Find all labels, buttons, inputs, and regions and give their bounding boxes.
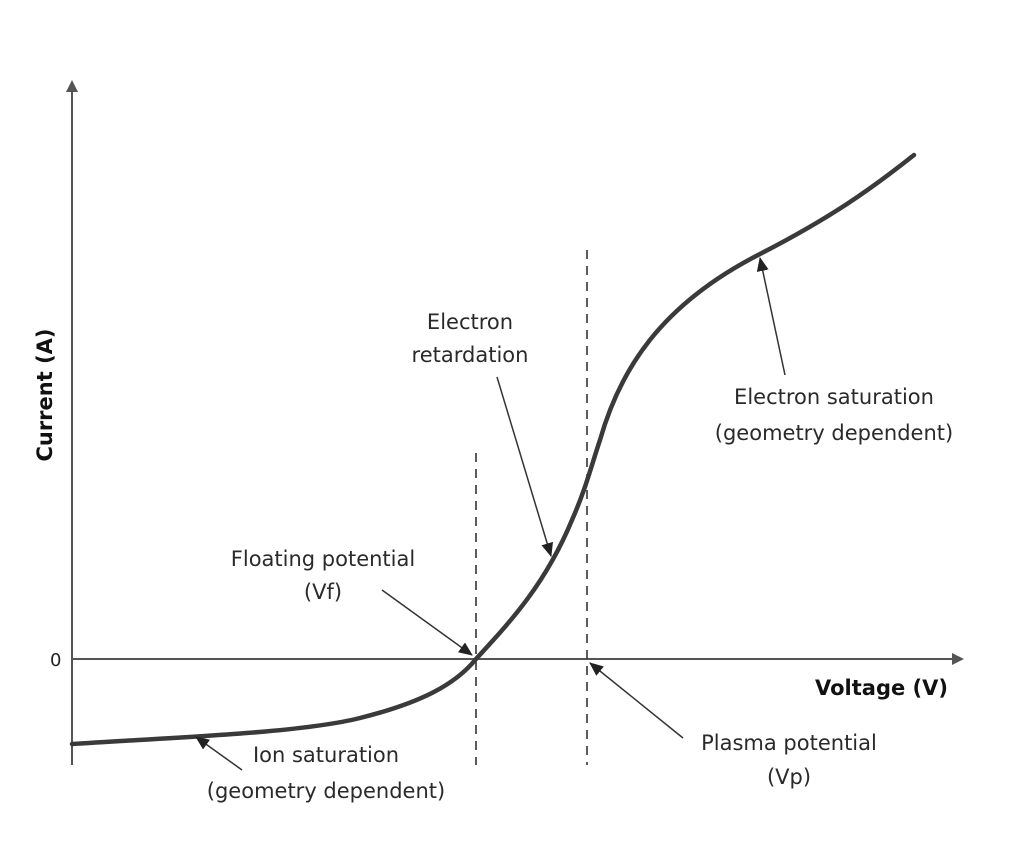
electron-retardation-label-line2: retardation: [412, 343, 529, 367]
y-axis-title: Current (A): [33, 328, 57, 461]
floating-potential-label-line2: (Vf): [304, 580, 342, 604]
electron-saturation-arrow: [756, 257, 786, 376]
plasma-potential-label-line2: (Vp): [767, 765, 811, 789]
plasma-potential-arrow: [589, 662, 684, 739]
electron-saturation-label-line2: (geometry dependent): [715, 421, 953, 445]
electron-retardation-arrow: [496, 376, 553, 557]
ion-saturation-arrow: [195, 736, 243, 771]
floating-potential-arrow: [381, 589, 473, 656]
iv-curve: [69, 152, 917, 747]
x-axis-title: Voltage (V): [815, 676, 948, 700]
plasma-potential-label-line1: Plasma potential: [701, 731, 877, 755]
ion-saturation-label-line2: (geometry dependent): [207, 779, 445, 803]
zero-tick-label: 0: [50, 650, 61, 671]
ion-saturation-label-line1: Ion saturation: [253, 743, 399, 767]
electron-saturation-label-line1: Electron saturation: [734, 385, 934, 409]
electron-retardation-label-line1: Electron: [427, 310, 513, 334]
floating-potential-label-line1: Floating potential: [231, 547, 415, 571]
